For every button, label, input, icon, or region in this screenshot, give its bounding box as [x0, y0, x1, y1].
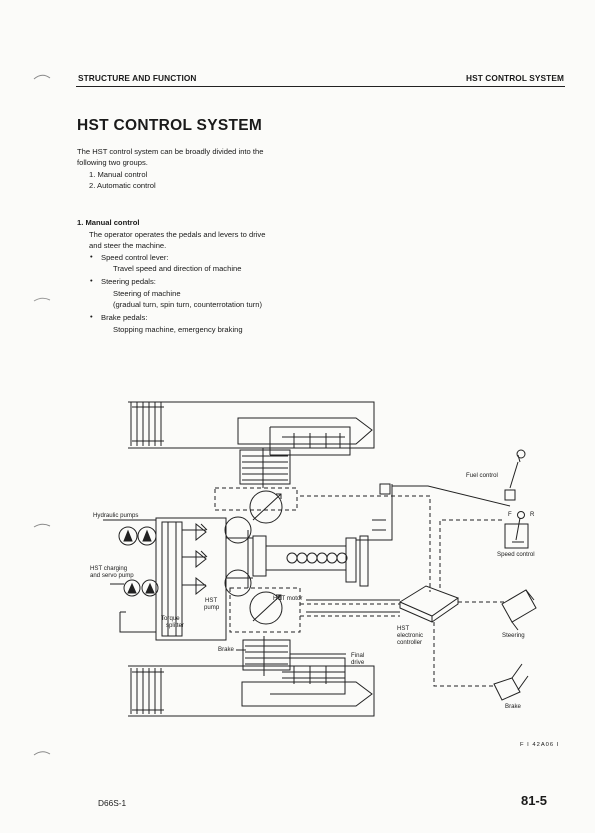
page-number: 81-5	[520, 793, 547, 808]
bullet-desc: Stopping machine, emergency braking	[113, 325, 243, 334]
chapter-header: HST CONTROL SYSTEM	[466, 73, 564, 83]
label-reverse: R	[530, 511, 535, 518]
label-torque-splitter: splitter	[166, 622, 184, 629]
bullet-label: Speed control lever:	[101, 253, 169, 262]
body-text: and steer the machine.	[89, 241, 167, 250]
list-item: 1. Manual control	[89, 170, 148, 179]
label-brake: Brake	[218, 646, 234, 653]
speed-control-lever	[504, 511, 529, 549]
bullet: •	[90, 312, 93, 321]
bullet-label: Steering pedals:	[101, 277, 156, 286]
list-item: 2. Automatic control	[89, 181, 156, 190]
intro-text: following two groups.	[77, 158, 148, 167]
label-hst-pump: pump	[204, 604, 220, 611]
label-controller: controller	[397, 639, 423, 646]
model-number: D66S-1	[98, 798, 127, 808]
lower-final-drive	[128, 636, 375, 717]
figure-code: F I 42A06 I	[520, 742, 560, 748]
hydraulic-pump-symbols	[118, 526, 159, 597]
label-hst-charging: HST charging	[90, 565, 128, 572]
bullet-desc: Travel speed and direction of machine	[113, 264, 242, 273]
header-rule	[76, 86, 565, 88]
label-fuel-control: Fuel control	[466, 472, 498, 479]
bullet-desc: Steering of machine	[113, 289, 181, 298]
label-controller: HST	[397, 625, 410, 632]
engine-symbol	[226, 530, 369, 588]
label-final-drive: drive	[351, 659, 365, 666]
margin-mark	[33, 297, 51, 302]
bullet: •	[90, 252, 93, 261]
label-steering: Steering	[502, 632, 525, 639]
label-final-drive: Final	[351, 652, 365, 659]
label-hst-charging: and servo pump	[90, 572, 134, 579]
label-hydraulic-pumps: Hydraulic pumps	[93, 512, 139, 519]
margin-mark	[33, 74, 51, 80]
steering-pedal	[501, 589, 537, 631]
label-brake-pedal: Brake	[505, 703, 521, 710]
bullet-label: Brake pedals:	[101, 313, 148, 322]
label-forward: F	[508, 511, 512, 518]
margin-mark	[33, 751, 51, 756]
label-torque-splitter: Torque	[161, 615, 180, 622]
electronic-controller	[398, 585, 460, 623]
intro-text: The HST control system can be broadly di…	[77, 147, 264, 156]
label-hst-motor: HST motor	[273, 595, 303, 602]
body-text: The operator operates the pedals and lev…	[89, 230, 266, 239]
bullet: •	[90, 276, 93, 285]
bullet-desc: (gradual turn, spin turn, counterrotatio…	[113, 300, 263, 309]
margin-mark	[33, 523, 51, 528]
page-title: HST CONTROL SYSTEM	[77, 117, 263, 134]
hst-pump-symbol	[224, 490, 283, 625]
brake-pedal	[493, 663, 529, 701]
upper-final-drive	[128, 401, 375, 488]
label-hst-pump: HST	[205, 597, 218, 604]
label-controller: electronic	[397, 632, 424, 639]
section-heading: 1. Manual control	[77, 218, 140, 227]
section-header: STRUCTURE AND FUNCTION	[78, 73, 197, 83]
label-speed-control: Speed control	[497, 551, 535, 558]
